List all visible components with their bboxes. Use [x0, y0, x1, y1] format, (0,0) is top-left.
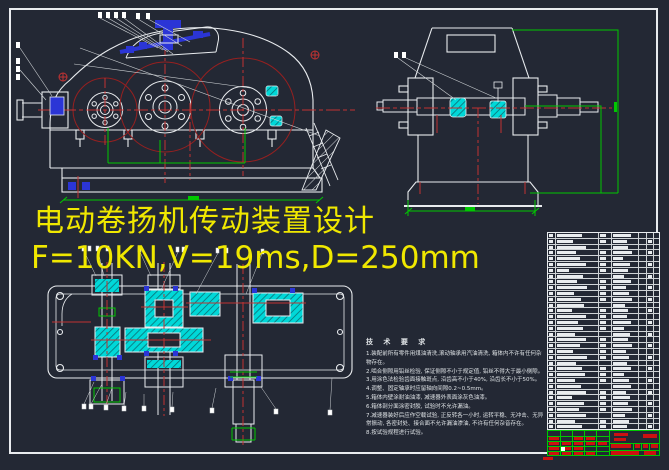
parts-list-row	[548, 343, 659, 349]
parts-list-row	[548, 279, 659, 286]
shaft-seal-gland	[49, 96, 65, 116]
front-dimensions	[59, 128, 324, 204]
parts-list-row	[548, 372, 659, 378]
side-centerlines	[376, 107, 612, 204]
parts-list-row	[548, 331, 659, 338]
parts-list-row	[548, 233, 659, 239]
parts-list-row	[548, 395, 659, 402]
technical-note-item: 4.调整、固定轴承时应留轴向间隙0.2~0.5mm。	[366, 386, 487, 393]
design-spec-text: F=10KN,V=19ms,D=250mm	[31, 240, 480, 276]
parts-list-row	[548, 348, 659, 355]
bearing-cap-bolts	[75, 129, 277, 147]
parts-list-row	[548, 319, 659, 326]
parts-list-row	[548, 308, 659, 315]
technical-note-item: 1.装配前所有零件用煤油清洗,滚动轴承用汽油清洗, 箱体内不许有任何杂物存在。	[366, 351, 542, 366]
gearbox-housing-outline	[16, 27, 323, 193]
plan-dimensions	[230, 371, 257, 441]
parts-list-row	[548, 244, 659, 251]
parts-list-table	[547, 232, 660, 430]
parts-list-row	[548, 273, 659, 280]
plan-centerlines	[52, 262, 306, 446]
parts-list-row	[548, 337, 659, 344]
parts-list-row	[548, 250, 659, 257]
section-mark-icon	[58, 50, 320, 82]
technical-note-item: 6.箱体剖分面涂密封胶, 试验时不允许漏油。	[366, 403, 474, 410]
anchor-bolts	[68, 182, 90, 190]
breather-plug-assembly	[119, 20, 219, 59]
parts-list-row	[548, 302, 659, 309]
parts-list-row	[548, 238, 659, 245]
side-leaders	[394, 52, 497, 101]
parts-list-row	[548, 261, 659, 268]
side-housing	[398, 27, 548, 207]
parts-list-row	[548, 418, 659, 425]
parts-list-row	[548, 325, 659, 332]
technical-requirements-heading: 技 术 要 求	[366, 338, 430, 346]
technical-note-item: 3.用涂色法检验齿面接触斑点, 沿齿高不小于40%, 沿齿长不小于50%。	[366, 377, 541, 384]
parts-list-row	[548, 296, 659, 303]
bearing-section-marks	[265, 85, 283, 127]
parts-list-row	[548, 383, 659, 390]
parts-list-row	[548, 424, 659, 430]
side-view-drawing	[376, 27, 619, 216]
leader-callouts	[16, 12, 321, 137]
parts-list-row	[548, 314, 659, 320]
parts-list-row	[548, 256, 659, 262]
parts-list-row	[548, 377, 659, 384]
parts-list-row	[548, 285, 659, 291]
parts-list-row	[548, 360, 659, 367]
parts-list-row	[548, 406, 659, 413]
technical-note-item: 5.箱体内壁涂耐油油漆, 减速器外表面涂灰色油漆。	[366, 394, 491, 401]
technical-requirements: 技 术 要 求 1.装配前所有零件用煤油清洗,滚动轴承用汽油清洗, 箱体内不许有…	[366, 337, 546, 438]
technical-note-item: 2.啮合侧隙用铅丝检验, 保证侧隙不小于规定值, 铅丝不得大于最小侧隙。	[366, 368, 544, 375]
plan-view-drawing	[47, 245, 353, 446]
drawing-border-frame	[9, 8, 658, 454]
parts-list-row	[548, 354, 659, 361]
parts-list-row	[548, 401, 659, 407]
plan-leader-callouts	[81, 245, 333, 416]
parts-list-row	[548, 290, 659, 297]
parts-list-row	[548, 389, 659, 396]
technical-note-item: 8.按试验规程进行试验。	[366, 430, 427, 437]
plan-bolts	[91, 286, 295, 381]
technical-requirements-list: 1.装配前所有零件用煤油清洗,滚动轴承用汽油清洗, 箱体内不许有任何杂物存在。 2…	[366, 350, 546, 438]
title-block	[547, 430, 660, 456]
parts-list-row	[548, 412, 659, 419]
shaft-bearing-flanges	[87, 80, 267, 134]
parts-list-row	[548, 366, 659, 373]
centerlines	[38, 26, 355, 198]
output-shaft	[189, 264, 304, 443]
parts-list-row	[548, 267, 659, 274]
side-dimensions	[404, 29, 619, 216]
oil-level-gauge	[301, 122, 341, 191]
front-view-drawing	[16, 12, 355, 204]
design-title-text: 电动卷扬机传动装置设计	[34, 204, 375, 239]
technical-note-item: 7.减速器装好后应作空载试验, 正反转各一小时, 运转平稳、无冲击、无异常振动,…	[366, 412, 544, 428]
revision-mark	[543, 457, 553, 460]
